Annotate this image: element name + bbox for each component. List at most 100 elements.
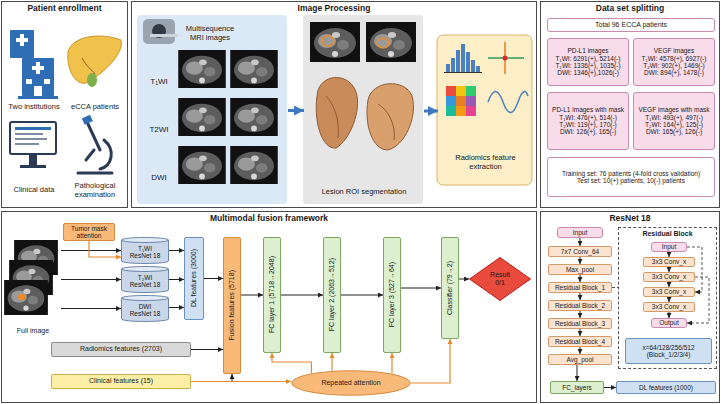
connector — [281, 295, 323, 296]
node-text: VEGF images — [654, 47, 694, 54]
connector — [580, 329, 581, 336]
node-text: T₂WI: 1336(+), 1035(-) — [555, 62, 620, 69]
node-text: Lesion ROI segmentation — [304, 188, 424, 197]
node-text: Max_pool — [566, 266, 594, 273]
node-text: FC layer 3 (527→64) — [388, 262, 396, 327]
feature-icons — [444, 42, 528, 116]
node-text: Radiomics feature extraction — [443, 154, 528, 171]
connector — [604, 387, 616, 388]
node-text: DWI: 165(+), 126(-) — [646, 128, 702, 135]
node-text: x=64/128/256/512 (Block_1/2/3/4) — [628, 344, 709, 359]
node-text: Full image — [5, 327, 61, 335]
input-box: Input — [651, 242, 687, 252]
icon-label: Two institutions — [3, 103, 65, 112]
node-text: T₁WI ResNet 18 — [128, 245, 162, 260]
connector — [459, 279, 469, 280]
resnet-cylinder: DWI ResNet 18 — [121, 295, 169, 322]
connector — [580, 293, 581, 300]
count-box: VEGF images with maskT₁WI: 493(+), 497(-… — [633, 92, 715, 150]
layer-box: Residual Block_1 — [548, 282, 612, 293]
layer-box: Residual Block_4 — [548, 336, 612, 347]
node-text: Radiomics features (2703) — [80, 345, 162, 353]
residual-block: Residual BlockInput3x3 Conv_x3x3 Conv_x3… — [618, 227, 717, 369]
node-text: T₁WI — [142, 77, 176, 86]
node-text: Residual Block_1 — [555, 284, 605, 291]
output-box: Output — [651, 318, 687, 328]
connector — [580, 275, 581, 282]
panel: Multimodal fusion frameworkFull imageTum… — [1, 211, 537, 403]
connector — [61, 279, 121, 280]
mri-background — [137, 15, 287, 204]
connector — [169, 307, 184, 308]
connector — [241, 295, 263, 296]
panel: Data set splittingTotal 96 ECCA patients… — [540, 1, 720, 208]
connector — [411, 339, 450, 383]
note-box: x=64/128/256/512 (Block_1/2/3/4) — [625, 338, 712, 364]
image-stack: Full image — [5, 237, 61, 339]
node-text: PD-L1 images with mask — [552, 106, 624, 113]
node-text: T₁WI: 4578(+), 6927(-) — [642, 55, 707, 62]
fc-box: FC_layers — [550, 381, 604, 394]
layer-box: Residual Block_2 — [548, 300, 612, 311]
attention-ellipse: Repeated attention — [291, 370, 411, 396]
conv-box: 3x3 Conv_x — [643, 302, 695, 312]
node-text: Clinical features (15) — [89, 377, 153, 385]
connector — [580, 347, 581, 354]
input-box: Input — [557, 227, 603, 238]
node-text: Multisequence MRI images — [178, 25, 242, 42]
connector — [288, 109, 304, 112]
panel-title: Patient enrollment — [2, 4, 127, 14]
clinical-features: Clinical features (15) — [51, 374, 191, 389]
connector — [331, 353, 332, 371]
node-text: FC_layers — [562, 384, 592, 391]
panel-title: ResNet 18 — [541, 214, 719, 224]
connector — [89, 241, 121, 257]
connector — [687, 277, 709, 323]
conv-box: 3x3 Conv_x — [643, 257, 695, 267]
node-text: Training set: 76 patients (4-fold cross … — [562, 170, 700, 177]
node-text: Tumor mask attention — [66, 225, 112, 240]
attention-box: Tumor mask attention — [63, 223, 115, 241]
node-text: DWI: 126(+), 165(-) — [560, 128, 616, 135]
result-diamond: Result 0/1 — [469, 257, 531, 301]
connector — [61, 308, 121, 309]
node-text: DL features (3000) — [190, 249, 198, 307]
count-box: PD-L1 imagesT₁WI: 6291(+), 5214(-)T₂WI: … — [547, 38, 629, 86]
node-text: Fusion features (5718) — [228, 270, 236, 340]
icon-label: eCCA patients — [64, 103, 126, 112]
node-text: Avg_pool — [567, 356, 594, 363]
layer-box: Max_pool — [548, 264, 612, 275]
node-text: T₂WI ResNet 18 — [128, 274, 162, 289]
radiomics-box: Radiomics feature extraction — [438, 36, 533, 186]
layer-box: 7x7 Conv_64 — [548, 246, 612, 257]
node-text: T₁WI: 476(+), 514(-) — [559, 114, 617, 121]
panel-title: Image Processing — [132, 4, 536, 14]
node-text: Residual Block_4 — [555, 338, 605, 345]
classifier-bar: Classifier (79→2) — [441, 237, 459, 339]
node-text: DWI: 894(+), 1478(-) — [644, 69, 704, 76]
conv-box: 3x3 Conv_x — [643, 272, 695, 282]
connector — [687, 247, 702, 292]
node-text: Result 0/1 — [485, 271, 515, 287]
node-text: T₁WI: 493(+), 497(-) — [645, 114, 703, 121]
node-text: FC layer 1 (5718→2048) — [268, 256, 276, 333]
connector — [391, 353, 392, 374]
liver-icon — [68, 36, 122, 87]
node-text: PD-L1 images — [567, 47, 608, 54]
segmentation-box: Lesion ROI segmentation — [304, 16, 424, 205]
scanner-icon — [143, 19, 178, 44]
resnet-cylinder: T₁WI ResNet 18 — [121, 237, 169, 264]
node-text: Output — [659, 319, 679, 326]
node-text: DL features (1000) — [639, 384, 693, 391]
connector — [61, 250, 121, 251]
mri-box: Multisequence MRI imagesT₁WIT2WIDWI — [138, 16, 288, 205]
node-text: T₂WI: 902(+), 1469(-) — [643, 62, 705, 69]
computer-icon — [10, 122, 56, 168]
node-text: Test set: 10(+) patients, 10(-) patients — [577, 177, 685, 184]
connector — [191, 349, 223, 350]
fc-bar: FC layer 3 (527→64) — [383, 237, 401, 353]
node-text: 3x3 Conv_x — [652, 258, 686, 265]
node-text: Classifier (79→2) — [446, 261, 454, 315]
connector — [424, 110, 438, 113]
